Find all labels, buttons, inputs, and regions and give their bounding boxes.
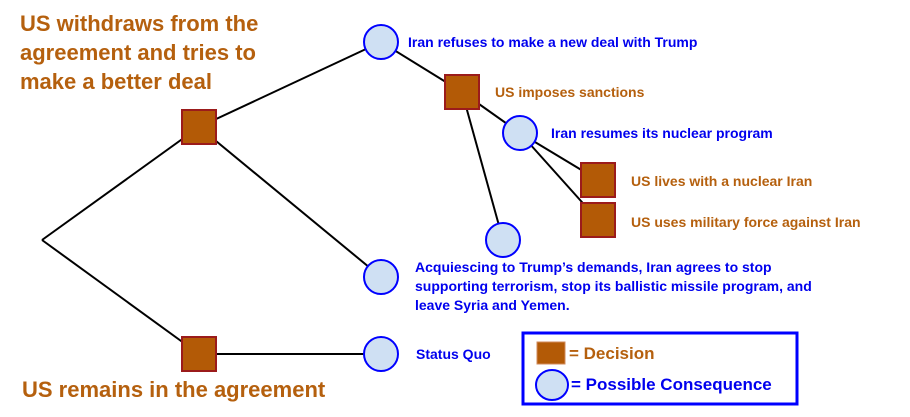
label-acquiesce-line: Acquiescing to Trump’s demands, Iran agr…	[415, 259, 772, 275]
label-us-lives: US lives with a nuclear Iran	[631, 173, 812, 189]
decision-node-military	[580, 202, 616, 238]
edge	[41, 239, 200, 355]
consequence-node-status-quo	[363, 336, 399, 372]
decision-node-remain	[181, 336, 217, 372]
withdraw-title-line: US withdraws from the	[20, 11, 258, 36]
edge	[41, 126, 200, 241]
decision-node-sanctions	[444, 74, 480, 110]
legend-decision-icon	[536, 341, 566, 365]
consequence-node-refuses	[363, 24, 399, 60]
label-acquiesce-line: supporting terrorism, stop its ballistic…	[415, 278, 812, 294]
label-iran-refuses: Iran refuses to make a new deal with Tru…	[408, 34, 697, 50]
edge	[198, 126, 382, 278]
decision-node-withdraw	[181, 109, 217, 145]
legend-consequence-icon	[535, 369, 569, 401]
edge	[461, 91, 504, 241]
decision-node-lives	[580, 162, 616, 198]
edge	[198, 41, 382, 128]
label-acquiesce-line: leave Syria and Yemen.	[415, 297, 570, 313]
withdraw-title-line: make a better deal	[20, 69, 212, 94]
remain-title: US remains in the agreement	[22, 377, 326, 402]
label-us-military: US uses military force against Iran	[631, 214, 861, 230]
label-us-sanctions: US imposes sanctions	[495, 84, 645, 100]
label-iran-resumes: Iran resumes its nuclear program	[551, 125, 773, 141]
consequence-node-unlabeled	[485, 222, 521, 258]
label-status-quo: Status Quo	[416, 346, 491, 362]
consequence-node-acquiesce	[363, 259, 399, 295]
legend-consequence-label: = Possible Consequence	[571, 375, 772, 394]
legend: = Decision = Possible Consequence	[521, 331, 799, 406]
legend-box	[521, 331, 799, 406]
consequence-node-resumes	[502, 115, 538, 151]
withdraw-title-line: agreement and tries to	[20, 40, 256, 65]
legend-decision-label: = Decision	[569, 344, 655, 363]
